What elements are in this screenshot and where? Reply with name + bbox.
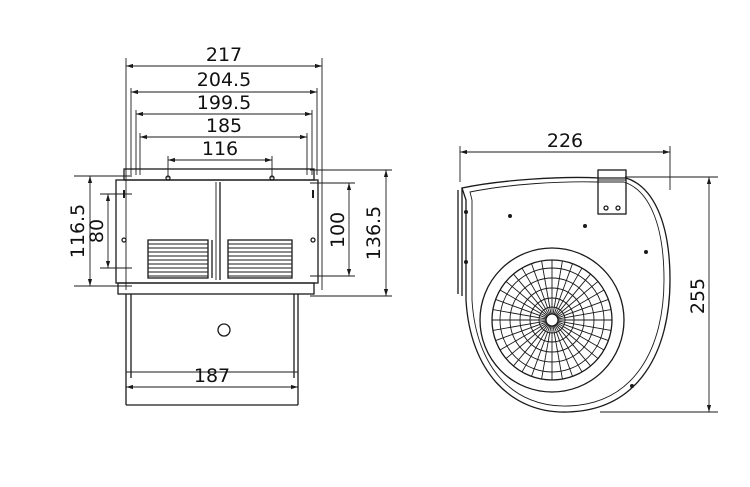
side-view: 226 255 <box>457 130 718 413</box>
scroll-housing <box>457 176 671 413</box>
dim-217: 217 <box>206 44 242 66</box>
grille-spoke <box>541 325 552 380</box>
grille-spoke <box>555 324 591 367</box>
inlet-grille <box>479 247 625 393</box>
dim-116: 116 <box>202 138 238 160</box>
grille-spoke <box>495 299 547 319</box>
grille-spoke <box>556 289 605 318</box>
grille-spoke <box>556 323 599 359</box>
grille-spoke <box>556 322 605 351</box>
dim-116-5: 116.5 <box>67 204 89 258</box>
grille-spoke <box>499 289 548 318</box>
grille-spoke <box>554 267 583 316</box>
grille-spoke <box>492 320 547 331</box>
grille-spoke <box>557 309 612 320</box>
dim-136-5: 136.5 <box>363 206 385 260</box>
grille-spoke <box>513 324 549 367</box>
grille-spoke <box>557 299 609 319</box>
dim-185: 185 <box>206 115 242 137</box>
grille-spoke <box>513 273 549 316</box>
grille-spoke <box>552 260 563 315</box>
grille-spoke <box>531 263 551 315</box>
grille-spoke <box>556 281 599 317</box>
dim-255: 255 <box>687 278 709 314</box>
grille-spoke <box>531 325 551 377</box>
grille-spoke <box>554 324 583 373</box>
motor-hole <box>217 323 231 337</box>
dim-187: 187 <box>194 365 230 387</box>
motor-body <box>125 294 299 406</box>
dim-226: 226 <box>547 130 583 152</box>
front-housing <box>115 168 319 295</box>
impeller-left <box>147 239 213 279</box>
grille-spoke <box>495 321 547 341</box>
grille-spoke <box>553 325 573 377</box>
impeller-right <box>227 239 293 279</box>
top-bracket <box>597 169 627 215</box>
grille-spoke <box>553 263 573 315</box>
dim-80: 80 <box>86 219 108 243</box>
grille-spoke <box>505 281 548 317</box>
dim-199-5: 199.5 <box>197 92 251 114</box>
grille-spoke <box>555 273 591 316</box>
grille-spoke <box>557 320 612 331</box>
grille-spoke <box>541 260 552 315</box>
grille-spoke <box>521 324 550 373</box>
grille-spoke <box>499 322 548 351</box>
dim-204-5: 204.5 <box>197 69 251 91</box>
grille-spoke <box>492 309 547 320</box>
dim-100: 100 <box>327 212 349 248</box>
grille-spoke <box>557 321 609 341</box>
grille-spoke <box>505 323 548 359</box>
front-view: 217 204.5 199.5 185 116 187 116.5 80 100… <box>67 44 392 406</box>
grille-spoke <box>521 267 550 316</box>
grille-spoke <box>552 325 563 380</box>
